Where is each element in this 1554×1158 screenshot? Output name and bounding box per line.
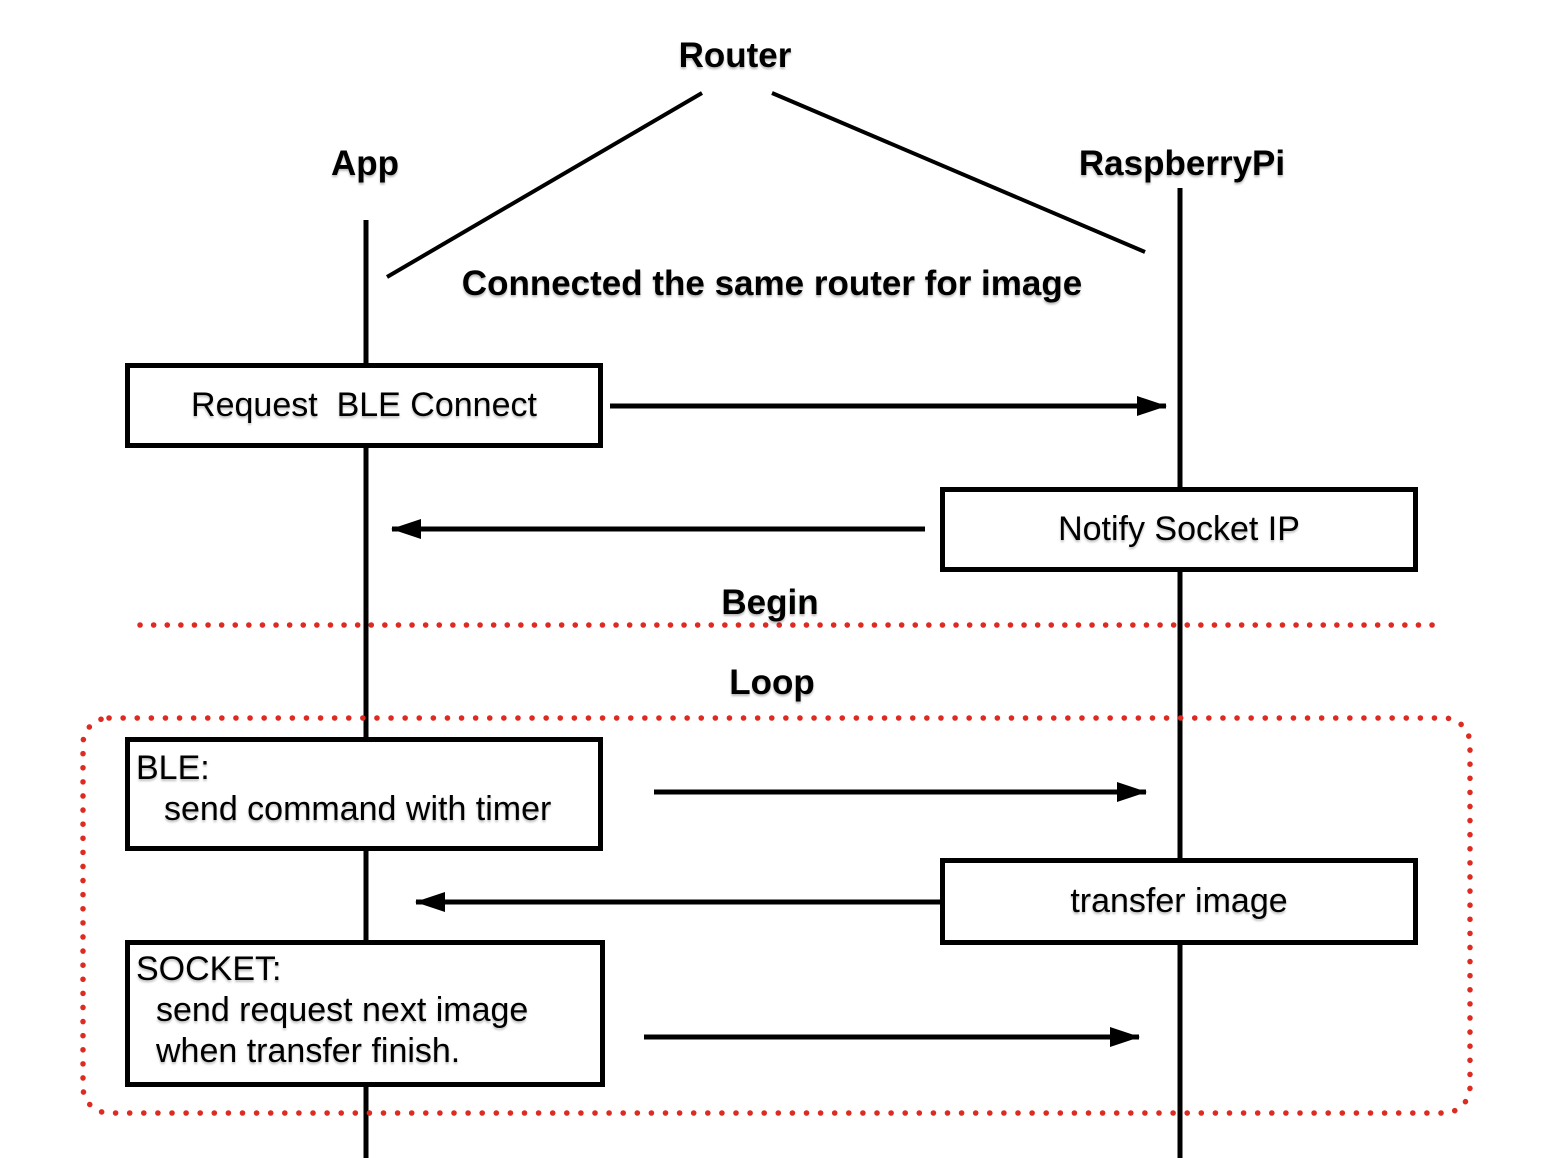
message-text-socket-line1: SOCKET: [136, 950, 282, 988]
message-text-ble-line2: send command with timer [164, 790, 552, 828]
message-text-socket-line3: when transfer finish. [156, 1032, 461, 1070]
actor-label-app: App [330, 144, 400, 183]
message-text-request-ble-connect: Request BLE Connect [191, 386, 537, 424]
message-text-notify-socket-ip: Notify Socket IP [1058, 510, 1300, 548]
message-box-notify-socket-ip: Notify Socket IP [940, 487, 1418, 572]
note-connected-same-router: Connected the same router for image [461, 264, 1083, 303]
router-link-to-raspberrypi [771, 91, 1146, 254]
message-box-ble-send-command: BLE: send command with timer [125, 737, 603, 851]
message-box-request-ble-connect: Request BLE Connect [125, 363, 603, 448]
message-box-transfer-image: transfer image [940, 858, 1418, 945]
message-box-socket-request-next: SOCKET: send request next image when tra… [125, 940, 605, 1087]
message-text-ble-line1: BLE: [136, 749, 210, 787]
loop-region-dotted-border [80, 715, 1473, 1116]
router-link-to-app [385, 91, 704, 279]
loop-label: Loop [729, 663, 815, 702]
message-text-transfer-image: transfer image [1070, 882, 1288, 920]
actor-label-router: Router [678, 36, 792, 75]
begin-label: Begin [721, 583, 819, 622]
actor-label-raspberrypi: RaspberryPi [1078, 144, 1286, 183]
message-text-socket-line2: send request next image [156, 991, 529, 1029]
